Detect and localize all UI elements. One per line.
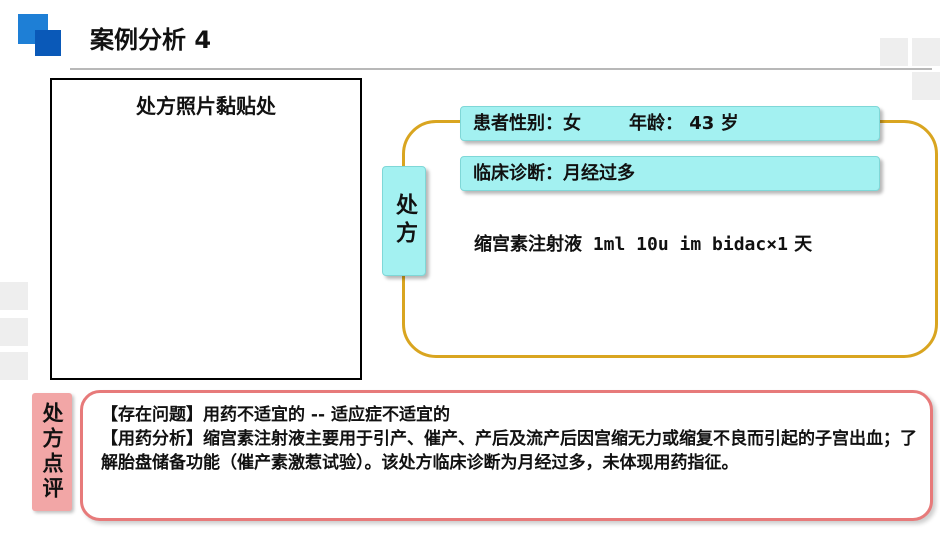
prescription-drug-line: 缩宫素注射液 1ml 10u im bidac×1 天 xyxy=(474,230,812,256)
review-tag: 处方点评 xyxy=(32,393,72,511)
drug-duration: 天 xyxy=(787,234,813,255)
review-box: 【存在问题】用药不适宜的 -- 适应症不适宜的 【用药分析】缩宫素注射液主要用于… xyxy=(80,390,933,521)
photo-placeholder-label: 处方照片黏贴处 xyxy=(136,94,276,118)
patient-info-bar: 患者性别：女 年龄： 43 岁 xyxy=(460,106,880,141)
review-issue: 【存在问题】用药不适宜的 -- 适应症不适宜的 xyxy=(101,405,450,425)
drug-dosage: 1ml 10u im bidac×1 xyxy=(582,234,788,255)
title-divider xyxy=(70,68,932,70)
patient-gender: 患者性别：女 xyxy=(473,113,581,134)
logo-square-front xyxy=(35,30,61,56)
drug-name: 缩宫素注射液 xyxy=(474,234,582,255)
prescription-tag: 处方 xyxy=(382,166,426,276)
prescription-photo-placeholder: 处方照片黏贴处 xyxy=(50,78,362,380)
slide-title: 案例分析 4 xyxy=(90,26,212,54)
clinical-diagnosis: 临床诊断：月经过多 xyxy=(473,163,635,184)
review-analysis: 【用药分析】缩宫素注射液主要用于引产、催产、产后及流产后因宫缩无力或缩复不良而引… xyxy=(101,429,917,473)
patient-age: 年龄： 43 岁 xyxy=(629,113,739,134)
diagnosis-bar: 临床诊断：月经过多 xyxy=(460,156,880,191)
